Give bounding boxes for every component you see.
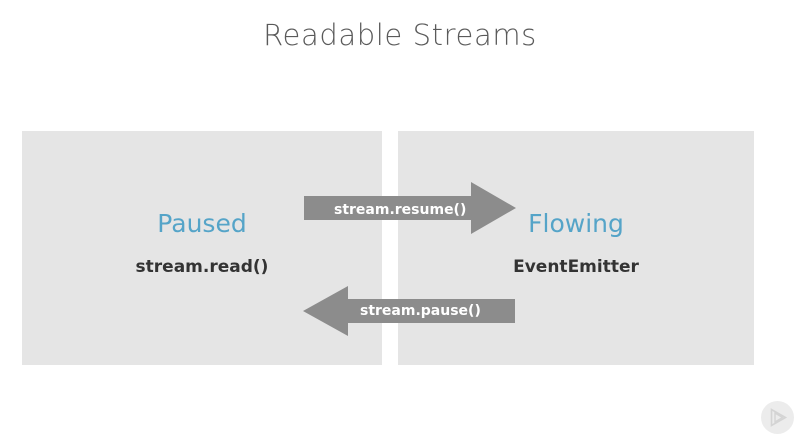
- state-api-flowing: EventEmitter: [513, 257, 639, 277]
- state-panel-paused: Paused stream.read(): [22, 131, 382, 365]
- transition-label-pause: stream.pause(): [360, 303, 481, 319]
- state-title-paused: Paused: [157, 209, 247, 238]
- state-title-flowing: Flowing: [528, 209, 624, 238]
- arrow-left-pause-icon: [303, 286, 515, 336]
- state-panel-flowing: Flowing EventEmitter: [398, 131, 754, 365]
- transition-label-resume: stream.resume(): [334, 202, 467, 218]
- state-diagram: Paused stream.read() Flowing EventEmitte…: [22, 131, 754, 365]
- arrow-right-resume-icon: [304, 182, 516, 234]
- play-triangle-logo-icon: [761, 401, 794, 434]
- page-title: Readable Streams: [263, 18, 537, 52]
- state-api-paused: stream.read(): [135, 257, 269, 277]
